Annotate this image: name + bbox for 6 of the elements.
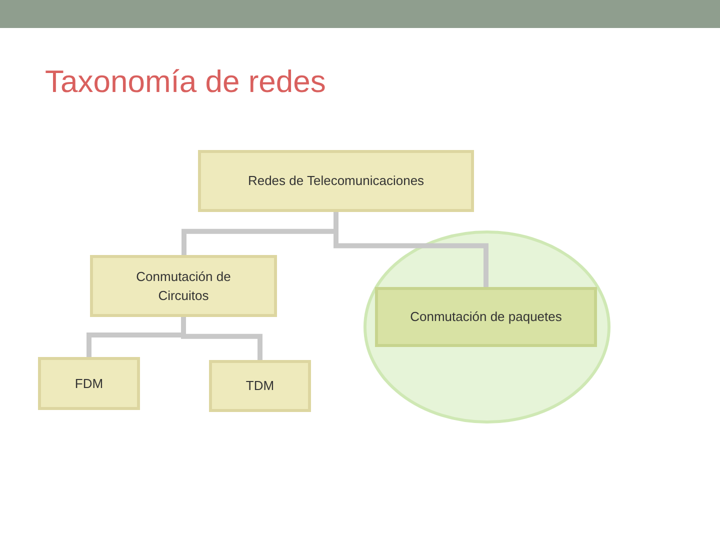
slide-title: Taxonomía de redes <box>45 64 326 100</box>
process-box: Conmutación de Circuitos <box>90 255 277 317</box>
process-box: Redes de Telecomunicaciones <box>198 150 474 212</box>
process-box: TDM <box>209 360 311 412</box>
process-box: Conmutación de paquetes <box>375 287 597 347</box>
process-box: FDM <box>38 357 140 410</box>
